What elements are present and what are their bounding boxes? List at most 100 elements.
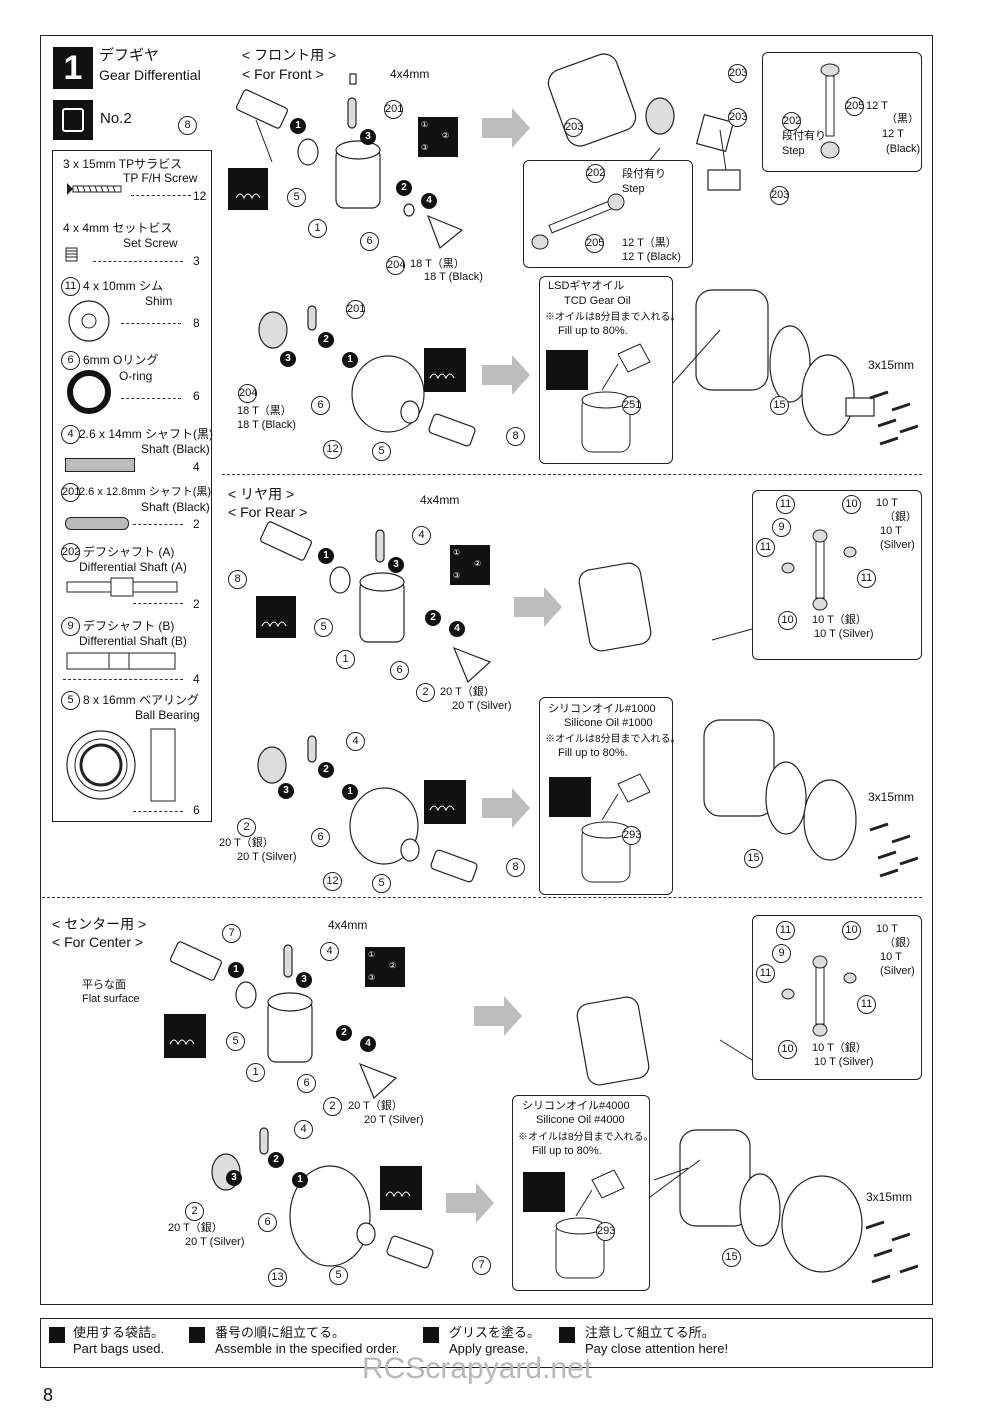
ref-15: 15 [770,396,789,415]
part-name-jp: 6mm Oリング [83,353,159,367]
gear-12-label: 12 T (Black) [622,251,681,263]
seq-4: 4 [421,193,437,209]
ref-2: 2 [237,818,256,837]
gear-20-label: 20 T (Silver) [237,851,297,863]
ref-8: 8 [228,570,247,589]
ref-251: 251 [622,396,641,415]
ref-203: 203 [728,64,747,83]
seq-3: 3 [280,351,296,367]
gear-12-label: 12 T（黒） [622,237,677,249]
oil-note-jp: ※オイルは8分目まで入れる。 [518,1132,654,1143]
ref-1: 1 [246,1063,265,1082]
center-spider-gears [781,955,857,1037]
ref-202: 202 [61,543,80,562]
ref-8: 8 [506,858,525,877]
legend-grease-jp: グリスを塗る。 [449,1325,541,1340]
seq-1: 1 [342,784,358,800]
ref-8: 8 [506,427,525,446]
ref-2: 2 [416,683,435,702]
gear-18-label: 18 T（黒） [237,405,292,417]
ref-11: 11 [61,277,80,296]
gear-12-label: (Black) [886,143,921,155]
ref-203: 203 [564,118,583,137]
seq-1: 1 [292,1172,308,1188]
ref-201: 201 [384,100,403,119]
set-screw-size: 4x4mm [420,493,460,507]
part-name-en: Ball Bearing [135,708,200,722]
set-screw-size: 4x4mm [390,67,430,81]
legend-attention-en: Pay close attention here! [585,1341,729,1356]
part-name-jp: 3 x 15mm TPサラビス [63,157,183,171]
flat-surface-label: 平らな面 [82,979,126,991]
ref-11: 11 [776,921,795,940]
gear-10-label: (Silver) [880,965,915,977]
gear-10-label: 10 T [880,525,902,537]
flat-surface-label: Flat surface [82,993,140,1005]
next-arrow [474,996,522,1036]
ref-202: 202 [586,164,605,183]
ref-204: 204 [386,256,405,275]
seq-3: 3 [296,972,312,988]
ref-10: 10 [778,611,797,630]
front-shaft-gears [820,63,840,159]
ref-11: 11 [776,495,795,514]
seq-3: 3 [360,129,376,145]
seq-4: 4 [449,621,465,637]
oil-name-en: Silicone Oil #4000 [536,1114,625,1126]
tp-screw-icon [67,183,122,195]
seq-1: 1 [290,118,306,134]
legend-order-jp: 番号の順に組立てる。 [215,1325,346,1340]
part-qty: 6 [193,803,200,817]
attention-icon [559,1327,575,1343]
rear-case-assembly [256,521,857,883]
gear-20-label: 20 T（銀） [219,837,274,849]
page-number: 8 [43,1385,54,1405]
gear-12-label: 12 T [882,128,904,140]
instruction-frame [40,35,933,1305]
ref-11: 11 [857,995,876,1014]
ref-6: 6 [258,1213,277,1232]
section-divider [222,474,922,475]
gear-10-label: （銀） [884,937,917,949]
oil-name-jp: シリコンオイル#1000 [548,703,656,715]
part-name-en: O-ring [119,369,153,383]
ref-4: 4 [412,526,431,545]
front-step-callout [523,160,693,268]
part-qty: 2 [193,517,200,531]
ref-5: 5 [372,442,391,461]
ref-15: 15 [744,849,763,868]
ref-7: 7 [472,1256,491,1275]
part-qty: 6 [193,389,200,403]
seq-1: 1 [228,962,244,978]
ref-4: 4 [294,1120,313,1139]
screw-size: 3x15mm [868,790,915,804]
section-front-en: < For Front > [242,66,324,82]
ref-6: 6 [311,396,330,415]
next-arrow [514,587,562,627]
section-center-en: < For Center > [52,934,144,950]
part-name-jp: デフシャフト (B) [83,619,175,633]
diff-shaft-a-icon [66,577,178,597]
oil-note-en: Fill up to 80%. [558,747,628,759]
ref-4: 4 [320,942,339,961]
rear-spider-gears [781,529,857,611]
legend: 使用する袋詰。 Part bags used. 番号の順に組立てる。 Assem… [40,1318,933,1368]
section-rear-en: < For Rear > [228,504,308,520]
gear-20-label: 20 T (Silver) [364,1114,424,1126]
seq-1: 1 [318,548,334,564]
set-screw-icon [65,247,78,262]
ref-10: 10 [778,1040,797,1059]
gear-20-label: 20 T (Silver) [452,700,512,712]
oil-name-jp: シリコンオイル#4000 [522,1100,630,1112]
seq-3: 3 [278,783,294,799]
gear-18-label: 18 T (Black) [237,419,296,431]
front-grease-pattern [228,168,268,210]
part-name-en: TP F/H Screw [123,171,198,185]
ref-203: 203 [770,186,789,205]
gear-20-label: 20 T (Silver) [185,1236,245,1248]
step-title-jp: デフギヤ [99,47,160,64]
ref-6: 6 [390,661,409,680]
section-rear-jp: < リヤ用 > [228,486,295,502]
gear-12-label: 12 T [866,100,888,112]
